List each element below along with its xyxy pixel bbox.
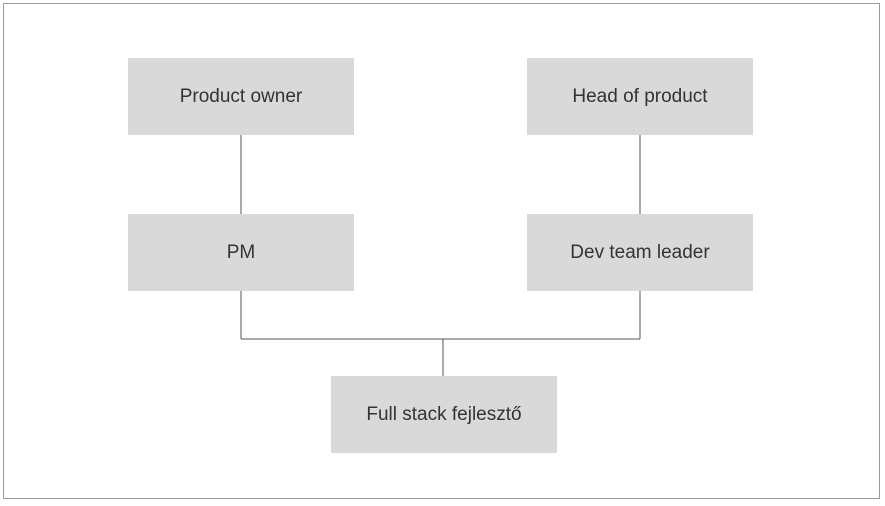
node-product-owner: Product owner [128, 58, 354, 135]
node-dev-team-leader: Dev team leader [527, 214, 753, 291]
node-label: Full stack fejlesztő [366, 403, 522, 425]
node-label: Product owner [179, 85, 303, 107]
node-label: PM [226, 241, 256, 263]
node-full-stack-developer: Full stack fejlesztő [331, 376, 557, 453]
node-pm: PM [128, 214, 354, 291]
node-label: Dev team leader [570, 241, 710, 263]
node-label: Head of product [572, 85, 708, 107]
node-head-of-product: Head of product [527, 58, 753, 135]
